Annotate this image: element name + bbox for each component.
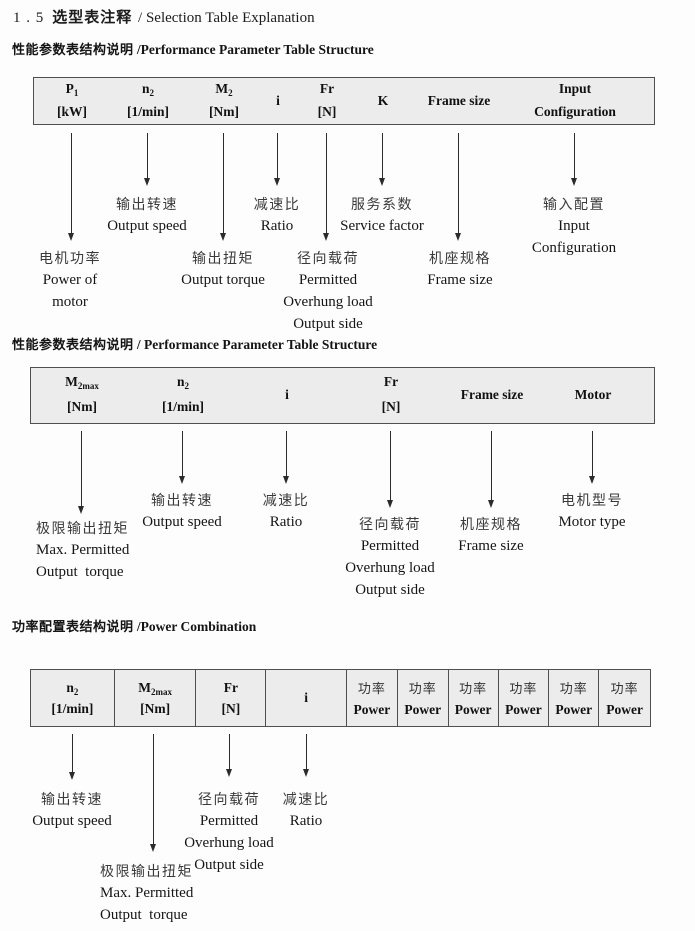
- column-header: n2 [1/min]: [31, 670, 115, 726]
- column-header: Fr: [383, 374, 399, 389]
- column-header: M2max [Nm]: [115, 670, 197, 726]
- column-unit: [N]: [381, 399, 401, 414]
- callout-power-of-motor: 电机功率 Power of motor: [39, 251, 101, 310]
- callout-output-speed: 输出转速 Output speed: [142, 493, 222, 530]
- column-header: i: [266, 670, 347, 726]
- callout-service-factor: 服务系数 Service factor: [340, 197, 424, 234]
- column-unit: [1/min]: [127, 104, 169, 119]
- column-header: n2: [176, 374, 190, 391]
- column-header: Input: [558, 81, 592, 96]
- down-arrow: [488, 431, 494, 508]
- callout-frame-size: 机座规格 Frame size: [458, 517, 524, 554]
- down-arrow: [283, 431, 289, 484]
- column-header: Motor: [574, 387, 612, 402]
- down-arrow: [387, 431, 393, 508]
- column-header: n2: [141, 81, 155, 98]
- heading-divider: /: [133, 42, 141, 57]
- column-header: Fr [N]: [196, 670, 267, 726]
- callout-ratio: 减速比 Ratio: [262, 493, 310, 530]
- column-header: K: [377, 93, 389, 108]
- column-header: Frame size: [427, 93, 491, 108]
- column-header: Fr: [319, 81, 335, 96]
- column-header-power: 功率 Power: [449, 670, 499, 726]
- column-header: M2: [215, 81, 233, 98]
- down-arrow: [589, 431, 595, 484]
- column-header-power: 功率 Power: [549, 670, 600, 726]
- callout-overhung-load: 径向载荷 Permitted Overhung load Output side: [184, 792, 274, 873]
- column-unit: [Nm]: [209, 104, 239, 119]
- down-arrow: [274, 133, 280, 186]
- column-header-power: 功率 Power: [499, 670, 550, 726]
- section-heading-zh: 性能参数表结构说明: [12, 338, 134, 353]
- callout-output-speed: 输出转速 Output speed: [32, 792, 112, 829]
- callout-max-output-torque: 极限输出扭矩 Max. Permitted Output torque: [100, 864, 194, 923]
- down-arrow: [150, 734, 156, 852]
- power-combination-table: n2 [1/min] M2max [Nm] Fr [N] i 功率 Power …: [30, 669, 651, 727]
- column-header: Frame size: [460, 387, 524, 402]
- down-arrow: [571, 133, 577, 186]
- callout-ratio: 减速比 Ratio: [282, 792, 330, 829]
- down-arrow: [68, 133, 74, 241]
- column-header: i: [285, 387, 289, 402]
- title-divider: /: [134, 10, 146, 26]
- column-unit: Configuration: [534, 104, 616, 119]
- column-header-power: 功率 Power: [347, 670, 398, 726]
- page-title-zh: 选型表注释: [52, 8, 133, 26]
- section-heading-1: 性能参数表结构说明 /Performance Parameter Table S…: [12, 39, 374, 58]
- down-arrow: [226, 734, 232, 777]
- down-arrow: [303, 734, 309, 777]
- callout-max-output-torque: 极限输出扭矩 Max. Permitted Output torque: [36, 521, 130, 580]
- section-heading-2: 性能参数表结构说明 / Performance Parameter Table …: [12, 334, 377, 353]
- column-header-power: 功率 Power: [398, 670, 449, 726]
- callout-output-torque: 输出扭矩 Output torque: [181, 251, 265, 288]
- section-heading-en: Performance Parameter Table Structure: [140, 42, 374, 57]
- callout-ratio: 减速比 Ratio: [253, 197, 301, 234]
- section-heading-zh: 性能参数表结构说明: [12, 43, 134, 58]
- section-heading-en: Performance Parameter Table Structure: [144, 337, 378, 352]
- column-unit: [Nm]: [67, 399, 97, 414]
- column-unit: [1/min]: [162, 399, 204, 414]
- column-header: M2max: [65, 374, 99, 391]
- column-unit: [kW]: [57, 104, 87, 119]
- page-title: 1 . 5 选型表注释 / Selection Table Explanation: [13, 6, 315, 27]
- callout-output-speed: 输出转速 Output speed: [107, 197, 187, 234]
- page-title-en: Selection Table Explanation: [145, 10, 315, 26]
- down-arrow: [323, 133, 329, 241]
- callout-overhung-load: 径向载荷 Permitted Overhung load Output side: [345, 517, 435, 598]
- param-table-1: P1 [kW] n2 [1/min] M2 [Nm] i Fr [N] K Fr…: [33, 77, 655, 125]
- down-arrow: [144, 133, 150, 186]
- down-arrow: [455, 133, 461, 241]
- callout-motor-type: 电机型号 Motor type: [558, 493, 626, 530]
- param-table-2: M2max [Nm] n2 [1/min] i Fr [N] Frame siz…: [30, 367, 655, 424]
- down-arrow: [220, 133, 226, 241]
- callout-overhung-load: 径向载荷 Permitted Overhung load Output side: [283, 251, 373, 332]
- callout-frame-size: 机座规格 Frame size: [427, 251, 493, 288]
- down-arrow: [379, 133, 385, 186]
- down-arrow: [179, 431, 185, 484]
- section-number: 1 . 5: [13, 10, 45, 26]
- section-heading-en: Power Combination: [140, 619, 257, 634]
- column-unit: [N]: [317, 104, 337, 119]
- column-header: i: [276, 93, 280, 108]
- down-arrow: [69, 734, 75, 780]
- heading-divider: /: [133, 619, 141, 634]
- heading-divider: /: [133, 337, 145, 352]
- callout-input-configuration: 输入配置 Input Configuration: [531, 197, 617, 256]
- column-header-power: 功率 Power: [606, 682, 643, 717]
- column-header: P1: [65, 81, 79, 98]
- section-heading-zh: 功率配置表结构说明: [12, 620, 134, 635]
- section-heading-3: 功率配置表结构说明 /Power Combination: [12, 616, 256, 635]
- down-arrow: [78, 431, 84, 514]
